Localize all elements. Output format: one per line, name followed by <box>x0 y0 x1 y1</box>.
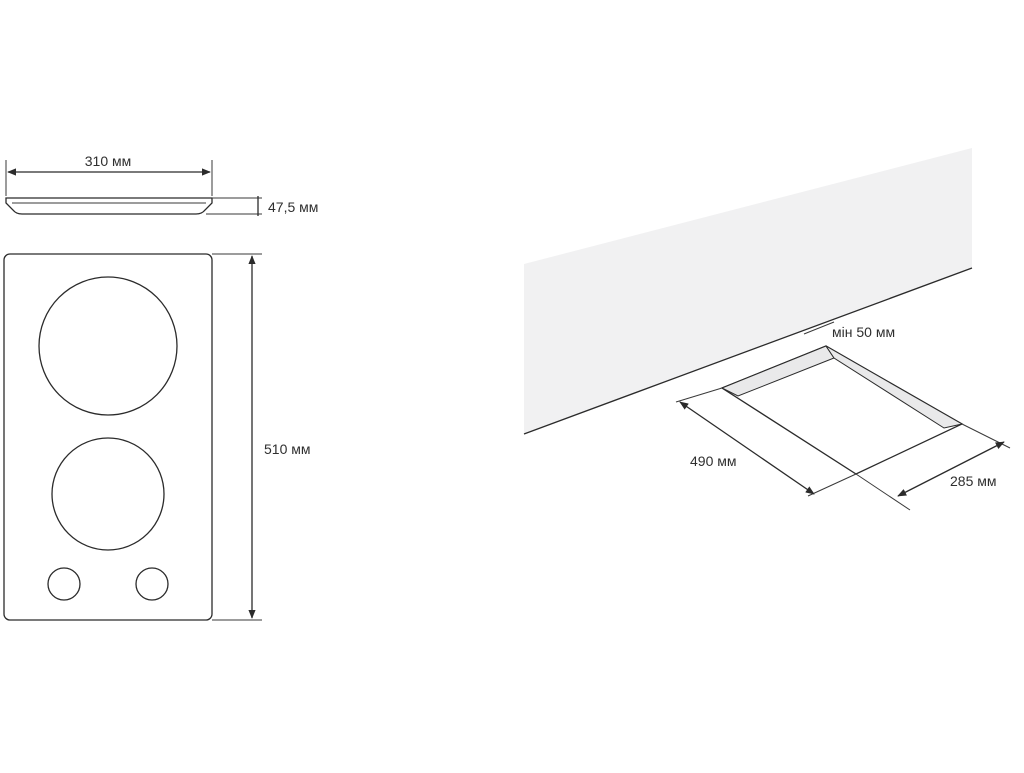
hob-width-label: 310 мм <box>85 153 132 169</box>
hob-depth-label: 510 мм <box>264 441 311 457</box>
wall-countertop-edge <box>523 267 973 435</box>
large-burner-circle <box>38 276 178 416</box>
min-gap-indicator <box>803 321 835 335</box>
hob-side-view: 310 мм 47,5 мм <box>5 153 318 216</box>
control-knob-left <box>47 567 81 601</box>
cutout-depth-dimension-line <box>679 401 815 495</box>
hob-profile <box>5 197 213 215</box>
hob-top-view: 510 мм <box>3 253 311 621</box>
cutout-width-dimension-line <box>897 441 1005 497</box>
hob-thickness-label: 47,5 мм <box>268 199 318 215</box>
wall-panel <box>524 148 972 434</box>
cutout-width-label: 285 мм <box>950 473 997 489</box>
cutout-perspective-view: мін 50 мм 490 мм 285 мм <box>523 148 1011 511</box>
small-burner-circle <box>51 437 165 551</box>
depth-extension-front <box>807 473 857 497</box>
width-extension-front <box>855 473 911 511</box>
cutout-depth-label: 490 мм <box>690 453 737 469</box>
depth-extension-back <box>675 387 723 403</box>
min-gap-label: мін 50 мм <box>832 324 895 340</box>
hob-outline <box>3 253 213 621</box>
control-knob-right <box>135 567 169 601</box>
width-extension-back <box>961 423 1011 449</box>
cutout-inner-wall-side <box>825 345 964 429</box>
